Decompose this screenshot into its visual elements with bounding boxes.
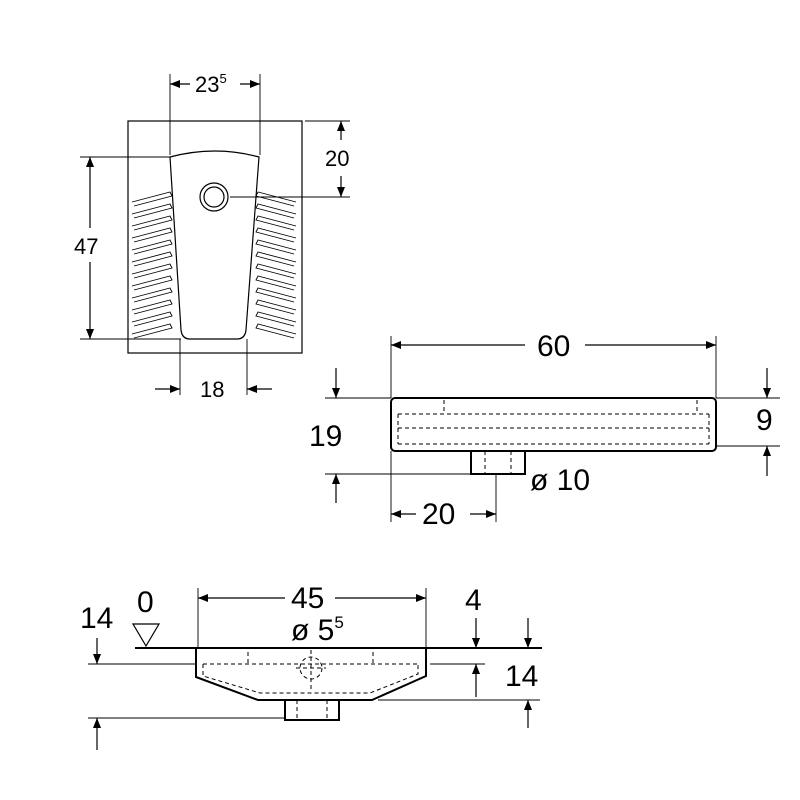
dim-side-body-height: 9: [756, 404, 773, 437]
foot-groove: [131, 215, 173, 231]
foot-groove: [131, 311, 173, 327]
foot-groove: [131, 275, 173, 291]
bowl-outline: [169, 150, 260, 340]
section-view: 14 0 45 ø 55 4 14: [80, 582, 542, 750]
foot-groove: [131, 191, 173, 207]
foot-groove: [131, 299, 173, 315]
foot-groove: [255, 323, 297, 339]
foot-groove: [131, 263, 173, 279]
foot-groove: [255, 287, 297, 303]
foot-groove: [131, 251, 173, 267]
dim-section-outlet-diameter: ø 55: [291, 613, 344, 647]
side-outlet: [470, 450, 526, 475]
foot-groove: [131, 323, 173, 339]
foot-groove: [255, 227, 297, 243]
right-foot-grooves: [255, 191, 297, 339]
pan-outline: [127, 120, 303, 354]
dim-left-height: 47: [74, 234, 98, 259]
dim-right-height: 20: [325, 146, 349, 171]
dim-top-width: 235: [195, 71, 227, 97]
foot-groove: [131, 239, 173, 255]
foot-groove: [255, 215, 297, 231]
foot-groove: [255, 299, 297, 315]
section-outlet: [284, 699, 340, 721]
foot-groove: [255, 239, 297, 255]
foot-groove: [131, 227, 173, 243]
foot-groove: [131, 287, 173, 303]
dim-side-length: 60: [537, 330, 570, 363]
dim-side-outlet-offset: 20: [422, 498, 455, 531]
dim-section-rim: 4: [465, 584, 482, 617]
dim-section-width: 45: [291, 582, 324, 615]
dim-section-depth: 14: [505, 660, 538, 693]
side-body-outline: [390, 397, 717, 452]
foot-groove: [131, 203, 173, 219]
side-view: 60 19 9 ø 10 20: [309, 330, 780, 531]
dim-level-zero: 0: [137, 586, 154, 619]
dim-bottom-width: 18: [200, 377, 224, 402]
dim-side-outlet-diameter: ø 10: [530, 464, 590, 497]
foot-groove: [255, 251, 297, 267]
level-triangle-icon: [131, 623, 161, 648]
drain-outer-circle: [199, 182, 229, 212]
foot-groove: [255, 203, 297, 219]
dim-side-total-height: 19: [309, 420, 342, 453]
foot-groove: [255, 263, 297, 279]
top-view: 235 20 47 18: [74, 71, 350, 402]
dim-floor-depth: 14: [80, 602, 113, 635]
foot-groove: [255, 275, 297, 291]
foot-groove: [255, 311, 297, 327]
foot-groove: [255, 191, 297, 207]
left-foot-grooves: [131, 191, 173, 339]
drain-inner-circle: [203, 186, 225, 208]
